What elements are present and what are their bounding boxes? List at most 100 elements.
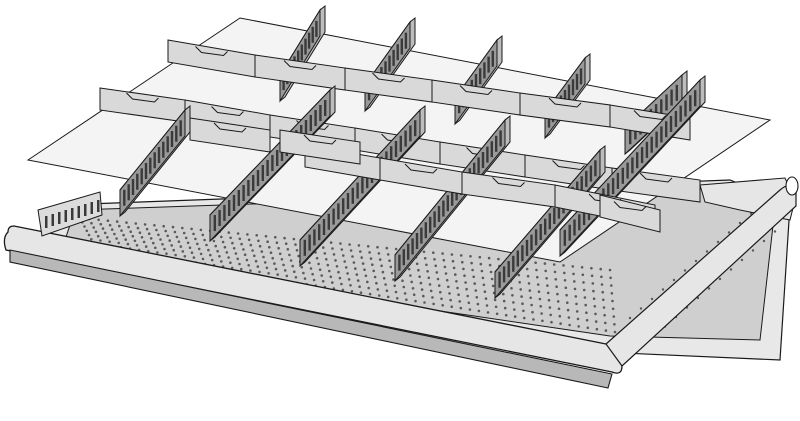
mat-hole — [201, 257, 205, 261]
mat-hole — [278, 252, 282, 256]
mat-hole — [604, 321, 607, 325]
mat-hole — [541, 319, 544, 323]
mat-hole — [174, 253, 177, 257]
divider-slot — [575, 73, 579, 90]
wall-slot — [71, 208, 74, 220]
mat-hole — [154, 246, 157, 250]
mat-hole — [565, 293, 568, 297]
mat-hole — [103, 231, 107, 235]
mat-hole — [340, 282, 343, 286]
mat-hole — [328, 269, 331, 273]
mat-hole — [716, 240, 720, 244]
mat-hole — [461, 260, 464, 264]
wall-slot — [90, 202, 93, 214]
mat-hole — [571, 265, 575, 268]
divider-slot — [589, 165, 593, 182]
mat-hole — [168, 239, 171, 242]
divider-slot — [636, 152, 639, 169]
divider-slot — [162, 141, 165, 158]
mat-hole — [99, 222, 103, 226]
mat-hole — [437, 284, 441, 287]
mat-hole — [269, 251, 273, 254]
mat-hole — [523, 316, 526, 320]
mat-hole — [227, 256, 230, 259]
divider-slot — [404, 32, 408, 49]
mat-hole — [439, 290, 442, 294]
divider-slot — [665, 121, 668, 138]
mat-hole — [557, 307, 561, 311]
mat-hole — [236, 257, 239, 261]
divider-slot — [451, 189, 454, 206]
mat-hole — [90, 221, 93, 225]
mat-hole — [414, 299, 417, 303]
mat-hole — [246, 233, 249, 236]
mat-hole — [472, 275, 476, 279]
mat-hole — [145, 227, 149, 231]
mat-hole — [369, 257, 373, 260]
mat-hole — [135, 244, 139, 247]
mat-hole — [546, 291, 550, 295]
mat-hole — [331, 281, 334, 284]
divider-slot — [521, 245, 524, 262]
mat-hole — [83, 225, 86, 228]
divider-tab — [213, 122, 247, 133]
mat-hole — [263, 261, 267, 264]
mat-hole — [566, 308, 570, 312]
mat-hole — [177, 240, 181, 243]
mat-hole — [556, 292, 559, 296]
mat-hole — [220, 235, 223, 239]
divider-slot — [437, 206, 441, 222]
mat-hole — [294, 243, 297, 246]
mat-hole — [532, 318, 535, 321]
mat-hole — [249, 269, 252, 272]
mat-hole — [476, 302, 480, 306]
mat-hole — [452, 266, 456, 270]
mat-hole — [218, 254, 221, 258]
divider-slot — [512, 255, 515, 272]
mat-hole — [380, 264, 383, 268]
divider-slot — [631, 157, 634, 174]
mat-hole — [181, 250, 185, 253]
divider-slot — [327, 213, 330, 230]
mat-hole — [609, 276, 612, 280]
mat-hole — [232, 247, 236, 250]
divider-slot — [153, 152, 156, 169]
mat-hole — [92, 226, 95, 229]
divider-slot — [660, 99, 663, 116]
mat-hole — [240, 242, 243, 246]
mat-hole — [412, 293, 416, 297]
divider-slot — [318, 224, 321, 241]
mat-hole — [522, 309, 525, 313]
mat-hole — [140, 236, 144, 239]
mat-hole — [289, 259, 293, 262]
mat-hole — [401, 279, 404, 283]
mat-hole — [483, 290, 487, 294]
mat-hole — [422, 294, 425, 298]
mat-hole — [350, 290, 354, 293]
mat-hole — [274, 235, 277, 239]
mat-hole — [385, 246, 389, 250]
mat-hole — [355, 273, 359, 276]
mat-hole — [581, 273, 585, 277]
mat-hole — [521, 302, 524, 306]
mat-hole — [485, 304, 489, 307]
mat-hole — [170, 244, 173, 247]
mat-hole — [294, 276, 298, 279]
mat-hole — [229, 236, 232, 240]
divider-slot — [337, 203, 340, 220]
mat-hole — [318, 268, 322, 272]
mat-hole — [517, 273, 521, 277]
divider-slot — [487, 56, 490, 73]
mat-hole — [705, 250, 709, 253]
mat-hole — [386, 295, 390, 299]
divider-slot — [479, 68, 482, 85]
mat-hole — [608, 268, 612, 272]
mat-hole — [247, 238, 251, 242]
divider-slot — [404, 130, 407, 147]
mat-hole — [575, 302, 578, 306]
mat-hole — [371, 263, 374, 267]
divider-slot — [304, 38, 307, 55]
mat-hole — [293, 270, 296, 274]
divider-tab — [633, 110, 667, 121]
mat-hole — [309, 267, 313, 270]
